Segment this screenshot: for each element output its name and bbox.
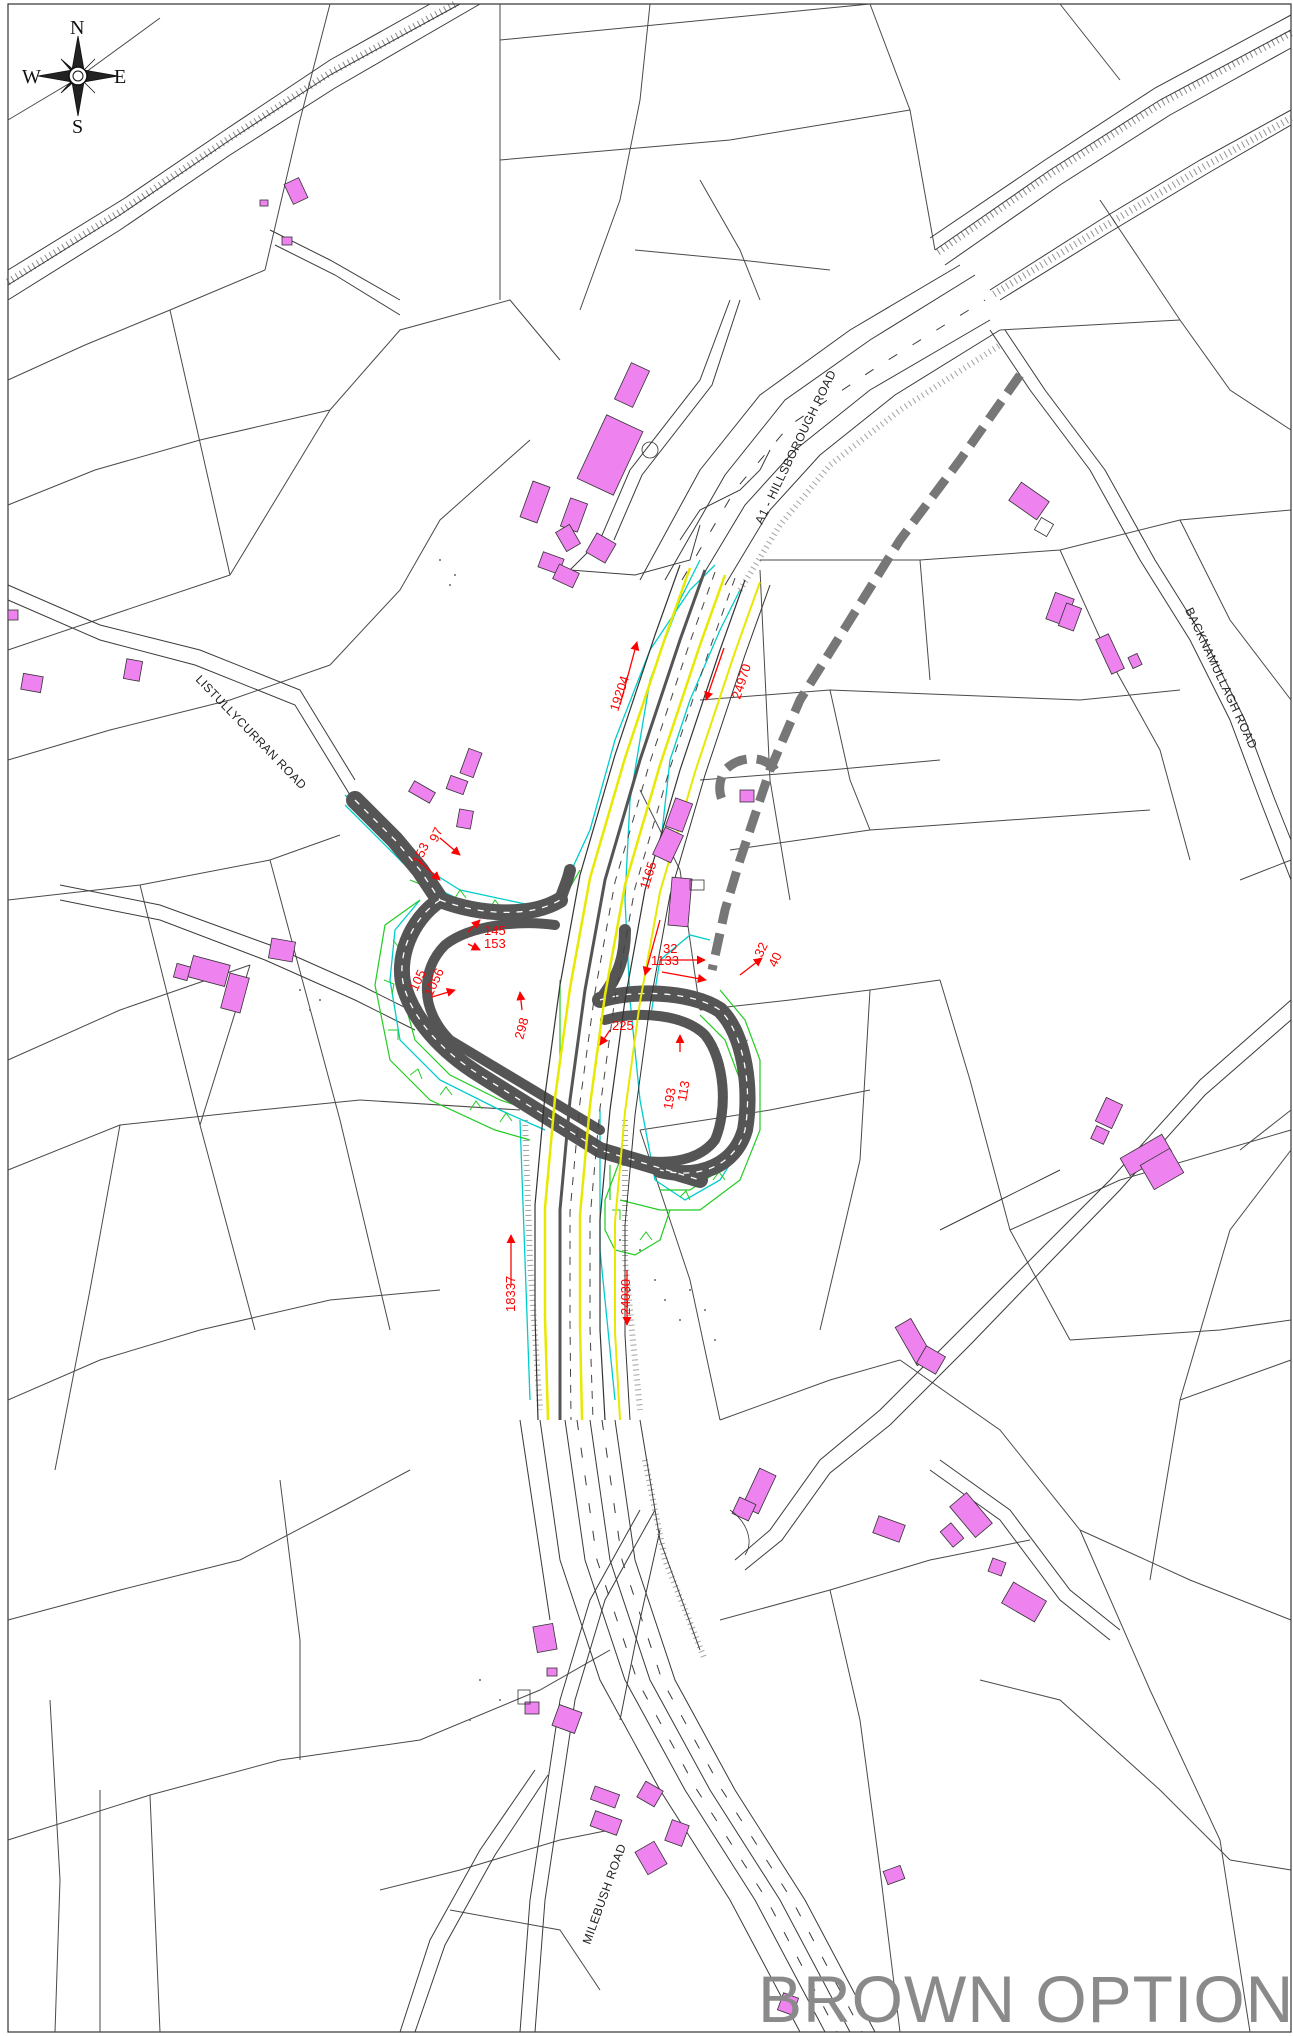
west-sliproad-north: [554, 864, 576, 906]
flow-east-loop-2: 113: [674, 1079, 692, 1102]
scheme-embankments: [374, 869, 761, 1256]
scheme-lane-markings: [354, 799, 749, 1181]
compass-s: S: [72, 116, 83, 138]
road-label-backnamullagh: BACKNAMULLAGH ROAD: [1182, 605, 1260, 751]
stipple-areas: [299, 559, 716, 1721]
compass-w: W: [22, 66, 41, 88]
compass-icon: [37, 35, 119, 117]
flow-link-1: 32: [663, 941, 677, 956]
flow-link-2: 1133: [651, 953, 679, 968]
field-boundaries: [7, 3, 1292, 2033]
buildings: [7, 177, 1185, 2016]
flow-a1-north-nb: 24970: [729, 662, 754, 701]
flow-east-loop-1: 193: [660, 1087, 679, 1111]
flow-west-sliproad: 298: [511, 1016, 531, 1041]
option-title: BROWN OPTION: [758, 1962, 1293, 2036]
compass-e: E: [114, 66, 126, 88]
flow-west-rb-1: 145: [484, 923, 506, 938]
flow-listullycurran-2: 153: [409, 840, 432, 866]
railway-line: [6, 0, 1293, 301]
traffic-arrows: [417, 641, 763, 1326]
existing-a1-north: [639, 264, 1001, 586]
flow-link-4: 40: [765, 950, 785, 969]
east-loop: [600, 1010, 728, 1167]
compass-n: N: [70, 17, 84, 39]
road-label-milebush: MILEBUSH ROAD: [580, 1842, 629, 1946]
flow-west-rb-2: 153: [484, 936, 506, 951]
west-loop: [421, 918, 605, 1135]
road-label-listullycurran: LISTULLYCURRAN ROAD: [193, 672, 310, 792]
flow-a1-south-nb: 18337: [503, 1276, 518, 1312]
flow-east-ramp: 1165: [637, 860, 660, 891]
compass-rose: N S W E: [22, 17, 126, 138]
proposed-link-route: [707, 372, 1024, 971]
east-roundabout: [592, 985, 756, 1182]
flow-a1-south-sb: 24030: [618, 1279, 633, 1315]
flow-link-3: 32: [751, 940, 771, 959]
scheme-a1-mainline: [534, 564, 771, 1421]
flow-east-rb-entry: 225: [612, 1018, 634, 1033]
flow-listullycurran-1: 97: [426, 825, 446, 844]
outbuildings: [517, 441, 1055, 1705]
